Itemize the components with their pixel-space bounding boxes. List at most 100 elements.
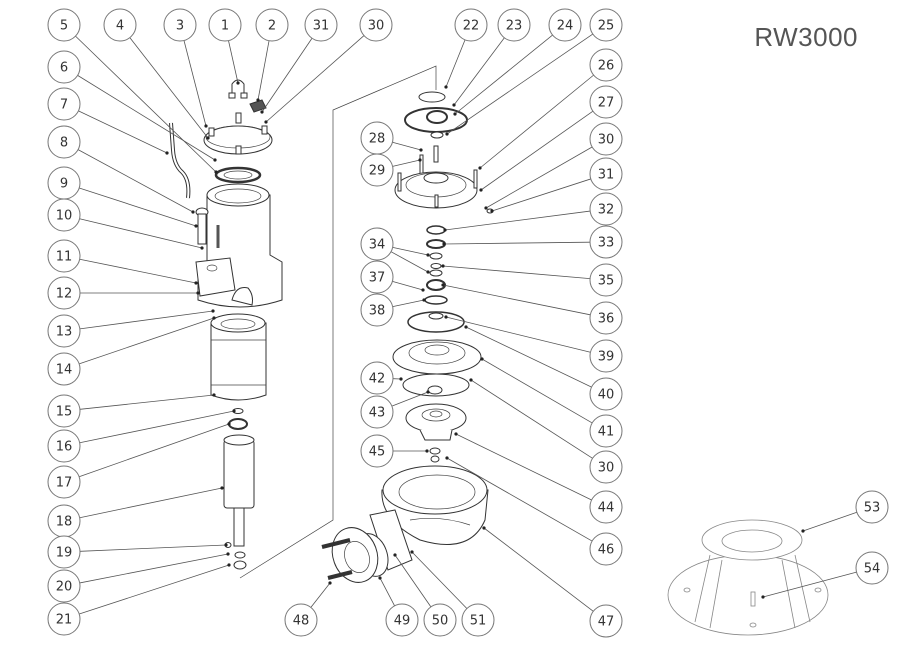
callout-circle: [47, 569, 81, 603]
callout-circle: [47, 394, 81, 428]
callout-number: 30: [368, 19, 385, 34]
callout-number: 2: [268, 19, 276, 34]
callout-circle: [47, 465, 81, 499]
leader-line-10-arrowhead: [200, 246, 204, 250]
leader-line-6-arrowhead: [213, 158, 217, 162]
callout-circle: [359, 8, 393, 42]
leader-line-38: [392, 299, 425, 308]
callout-46: 46: [589, 532, 623, 566]
leader-line-40-arrowhead: [464, 325, 468, 329]
leader-line-29-arrowhead: [418, 158, 422, 162]
leader-line-32-arrowhead: [443, 228, 447, 232]
callout-number: 51: [470, 614, 487, 629]
callout-53: 53: [855, 490, 889, 524]
leader-line-13-arrowhead: [211, 309, 215, 313]
callout-36: 36: [589, 301, 623, 335]
callout-number: 45: [369, 445, 386, 460]
leader-line-47: [483, 527, 594, 612]
leader-line-34: [392, 246, 429, 256]
model-title: RW3000: [754, 22, 858, 52]
callout-30: 30: [359, 8, 393, 42]
leader-line-43: [391, 391, 429, 407]
leader-line-11-arrowhead: [194, 281, 198, 285]
leader-line-40: [465, 326, 592, 388]
leader-line-34-arrowhead: [426, 253, 430, 257]
impeller-nut-part: [429, 447, 441, 455]
shaft-washer-part: [234, 551, 246, 559]
leader-line-48: [310, 582, 331, 608]
leader-lines: [75, 33, 858, 615]
callout-number: 7: [60, 98, 68, 113]
callout-number: 40: [598, 388, 615, 403]
bearing-housing-hub: [423, 172, 449, 184]
leader-line-26: [479, 74, 594, 169]
shaft-nut-part: [233, 560, 247, 570]
leader-line-24: [454, 34, 553, 115]
cover-bolt-part: [261, 125, 268, 135]
callout-47: 47: [589, 604, 623, 638]
leader-line-4: [129, 37, 209, 139]
callout-number: 15: [56, 405, 73, 420]
callout-26: 26: [589, 48, 623, 82]
leader-line-17-arrowhead: [227, 422, 231, 426]
motor-housing-top: [206, 183, 270, 207]
callout-circle: [284, 603, 318, 637]
callout-number: 34: [369, 238, 386, 253]
callout-circle: [497, 8, 531, 42]
leader-line-1: [228, 40, 239, 84]
leader-line-25-arrowhead: [445, 132, 449, 136]
callout-12: 12: [47, 276, 81, 310]
callout-5: 5: [47, 8, 81, 42]
leader-line-29: [392, 159, 421, 167]
leader-line-50: [394, 554, 432, 608]
leader-line-46-arrowhead: [445, 456, 449, 460]
leader-line-14: [79, 317, 215, 365]
leader-line-28-arrowhead: [419, 148, 423, 152]
stator-bore: [220, 318, 256, 330]
leader-line-7-arrowhead: [165, 151, 169, 155]
callout-40: 40: [589, 377, 623, 411]
callout-number: 35: [598, 274, 615, 289]
section-divider-line: [239, 65, 437, 579]
callout-number: 29: [369, 164, 386, 179]
callout-number: 8: [60, 136, 68, 151]
callout-circle: [47, 429, 81, 463]
callout-circle: [589, 490, 623, 524]
leader-line-8-arrowhead: [191, 210, 195, 214]
leader-line-4-arrowhead: [206, 136, 210, 140]
junction-box-hole: [206, 264, 218, 272]
callout-number: 38: [369, 304, 386, 319]
leader-line-14-arrowhead: [212, 316, 216, 320]
callout-42: 42: [360, 361, 394, 395]
callout-13: 13: [47, 314, 81, 348]
top-oring-part: [214, 166, 262, 184]
callout-number: 44: [598, 501, 615, 516]
callout-25: 25: [589, 8, 623, 42]
rotor-shaft-part: [233, 507, 245, 547]
callout-number: 50: [432, 614, 449, 629]
volute-bore: [398, 474, 476, 510]
callout-30: 30: [589, 122, 623, 156]
callout-circle: [208, 8, 242, 42]
callout-circle: [548, 8, 582, 42]
leader-line-49-arrowhead: [378, 576, 382, 580]
pump-bolt-part: [433, 145, 439, 163]
callout-35: 35: [589, 263, 623, 297]
callout-circle: [589, 532, 623, 566]
leader-line-31-arrowhead: [490, 209, 494, 213]
leader-line-23: [453, 37, 505, 106]
callout-number: 31: [313, 19, 330, 34]
stand-leg: [709, 559, 723, 629]
callout-number: 41: [598, 425, 615, 440]
leader-line-30: [470, 379, 593, 459]
callout-18: 18: [47, 504, 81, 538]
callout-number: 14: [56, 363, 73, 378]
callout-43: 43: [360, 395, 394, 429]
callout-circle: [589, 48, 623, 82]
callout-8: 8: [47, 125, 81, 159]
callout-circle: [47, 602, 81, 636]
leader-line-21-arrowhead: [227, 563, 231, 567]
seal-plate-bush-part: [428, 312, 444, 320]
callout-7: 7: [47, 87, 81, 121]
rotor-top: [223, 434, 255, 446]
